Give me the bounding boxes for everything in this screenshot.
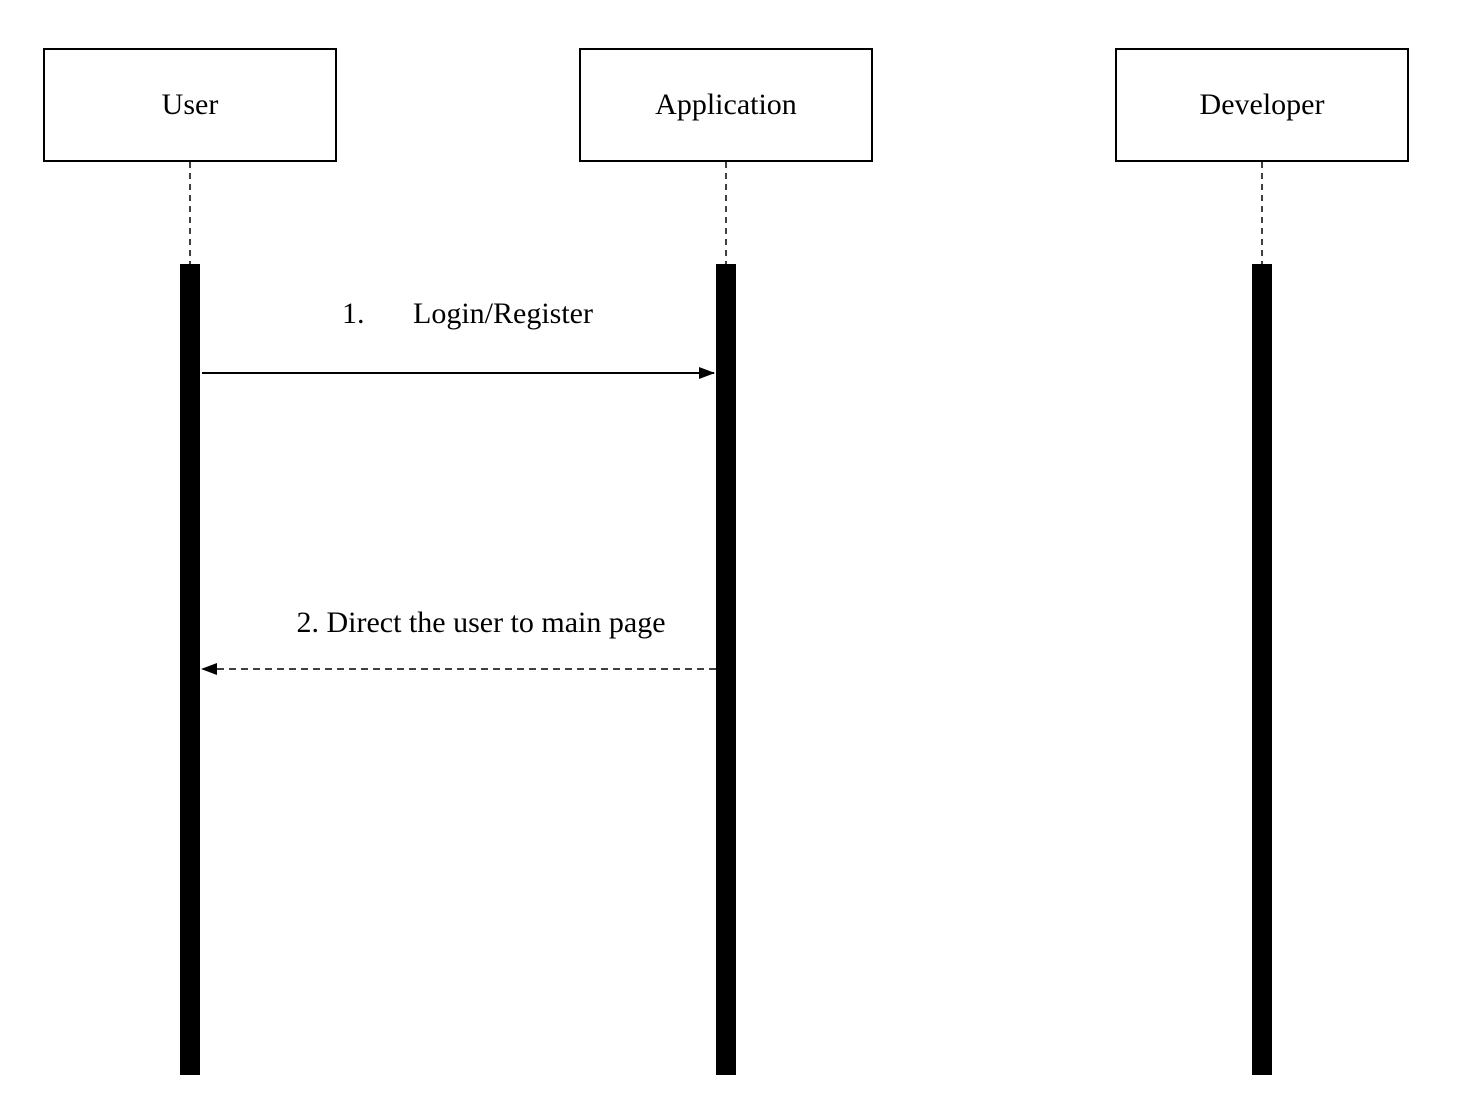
participant-box — [579, 48, 873, 162]
participant-application: Application — [579, 48, 873, 1075]
participant-label: User — [162, 88, 219, 121]
message-label: Login/Register — [413, 297, 593, 330]
message-number: 1. — [342, 297, 365, 330]
activation-bar — [1252, 264, 1272, 1075]
message-direct-to-main-page: 2. Direct the user to main page — [201, 606, 716, 675]
activation-bar — [716, 264, 736, 1075]
participant-box — [43, 48, 337, 162]
participant-label: Application — [655, 88, 797, 121]
message-label: 2. Direct the user to main page — [296, 606, 665, 639]
message-login-register: 1. Login/Register — [202, 297, 715, 379]
participant-developer: Developer — [1115, 48, 1409, 1075]
participant-label: Developer — [1200, 88, 1325, 121]
participant-box — [1115, 48, 1409, 162]
participant-user: User — [43, 48, 337, 1075]
activation-bar — [180, 264, 200, 1075]
